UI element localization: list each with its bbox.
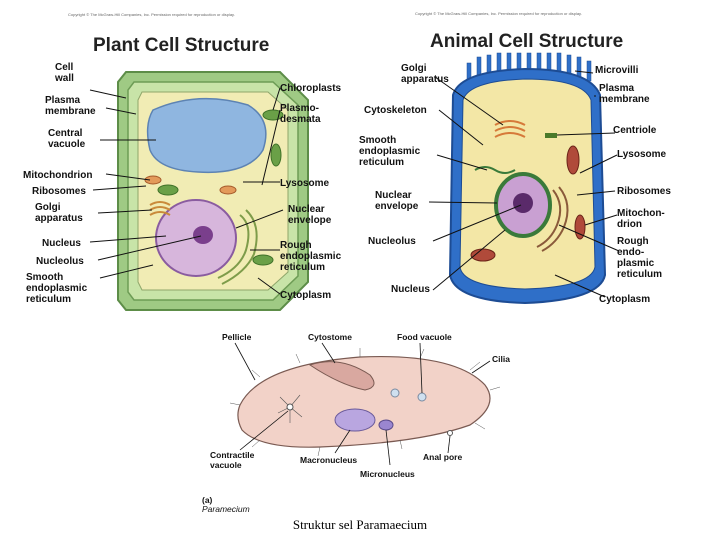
plant-cell-illustration bbox=[89, 71, 309, 311]
label-nucleolus: Nucleolus bbox=[368, 236, 416, 247]
label-smooth-er: Smooth endoplasmic reticulum bbox=[26, 272, 88, 305]
label-cytoskeleton: Cytoskeleton bbox=[364, 105, 427, 116]
label-mitochondrion: Mitochon- drion bbox=[617, 208, 665, 230]
plant-title: Plant Cell Structure bbox=[93, 35, 270, 56]
label-rough-er: Rough endo- plasmic reticulum bbox=[617, 236, 663, 280]
label-lysosome: Lysosome bbox=[617, 149, 667, 160]
label-anal-pore: Anal pore bbox=[423, 452, 463, 462]
panel-name: Paramecium bbox=[202, 504, 250, 514]
label-mitochondrion: Mitochondrion bbox=[23, 170, 93, 181]
label-nuclear-envelope: Nuclear envelope bbox=[375, 190, 419, 212]
label-ribosomes: Ribosomes bbox=[32, 186, 86, 197]
label-cilia: Cilia bbox=[492, 354, 510, 364]
animal-copyright: Copyright © The McGraw-Hill Companies, I… bbox=[415, 11, 582, 16]
label-cytostome: Cytostome bbox=[308, 332, 352, 342]
label-rough-er: Rough endoplasmic reticulum bbox=[280, 240, 342, 273]
label-food-vacuole: Food vacuole bbox=[397, 332, 452, 342]
panel-letter: (a) bbox=[202, 494, 213, 505]
label-microvilli: Microvilli bbox=[595, 65, 639, 76]
label-nucleolus: Nucleolus bbox=[36, 256, 84, 267]
label-cell-wall: Cell wall bbox=[55, 62, 74, 84]
paramecium-panel: Pellicle Cytostome Food vacuole Cilia Co… bbox=[200, 325, 520, 513]
label-plasma-membrane: Plasma membrane bbox=[599, 83, 650, 105]
figure-caption: Struktur sel Paramaecium bbox=[292, 517, 428, 532]
animal-cell-panel: Copyright © The McGraw-Hill Companies, I… bbox=[355, 5, 700, 320]
label-golgi-apparatus: Golgi apparatus bbox=[401, 63, 449, 85]
plant-cell-panel: Copyright © The McGraw-Hill Companies, I… bbox=[18, 10, 363, 320]
label-chloroplasts: Chloroplasts bbox=[280, 83, 342, 94]
panel-label: (a) Paramecium bbox=[202, 486, 250, 515]
paramecium-illustration bbox=[229, 342, 501, 466]
label-nucleus: Nucleus bbox=[391, 284, 430, 295]
label-plasma-membrane: Plasma membrane bbox=[45, 95, 96, 117]
label-nuclear-envelope: Nuclear envelope bbox=[288, 204, 332, 226]
label-pellicle: Pellicle bbox=[222, 332, 252, 342]
label-smooth-er: Smooth endoplasmic reticulum bbox=[359, 135, 421, 168]
label-central-vacuole: Central vacuole bbox=[48, 128, 86, 150]
label-nucleus: Nucleus bbox=[42, 238, 81, 249]
label-golgi-apparatus: Golgi apparatus bbox=[35, 202, 83, 224]
animal-cell-illustration bbox=[428, 52, 620, 305]
animal-title: Animal Cell Structure bbox=[430, 31, 624, 52]
label-ribosomes: Ribosomes bbox=[617, 186, 671, 197]
label-plasmodesmata: Plasmo- desmata bbox=[280, 103, 321, 125]
label-cytoplasm: Cytoplasm bbox=[599, 294, 651, 305]
plant-copyright: Copyright © The McGraw-Hill Companies, I… bbox=[68, 12, 235, 17]
label-contractile-vacuole: Contractile vacuole bbox=[210, 450, 255, 470]
label-micronucleus: Micronucleus bbox=[360, 469, 415, 479]
label-lysosome: Lysosome bbox=[280, 178, 330, 189]
label-cytoplasm: Cytoplasm bbox=[280, 290, 332, 301]
label-macronucleus: Macronucleus bbox=[300, 455, 358, 465]
label-centriole: Centriole bbox=[613, 125, 657, 136]
